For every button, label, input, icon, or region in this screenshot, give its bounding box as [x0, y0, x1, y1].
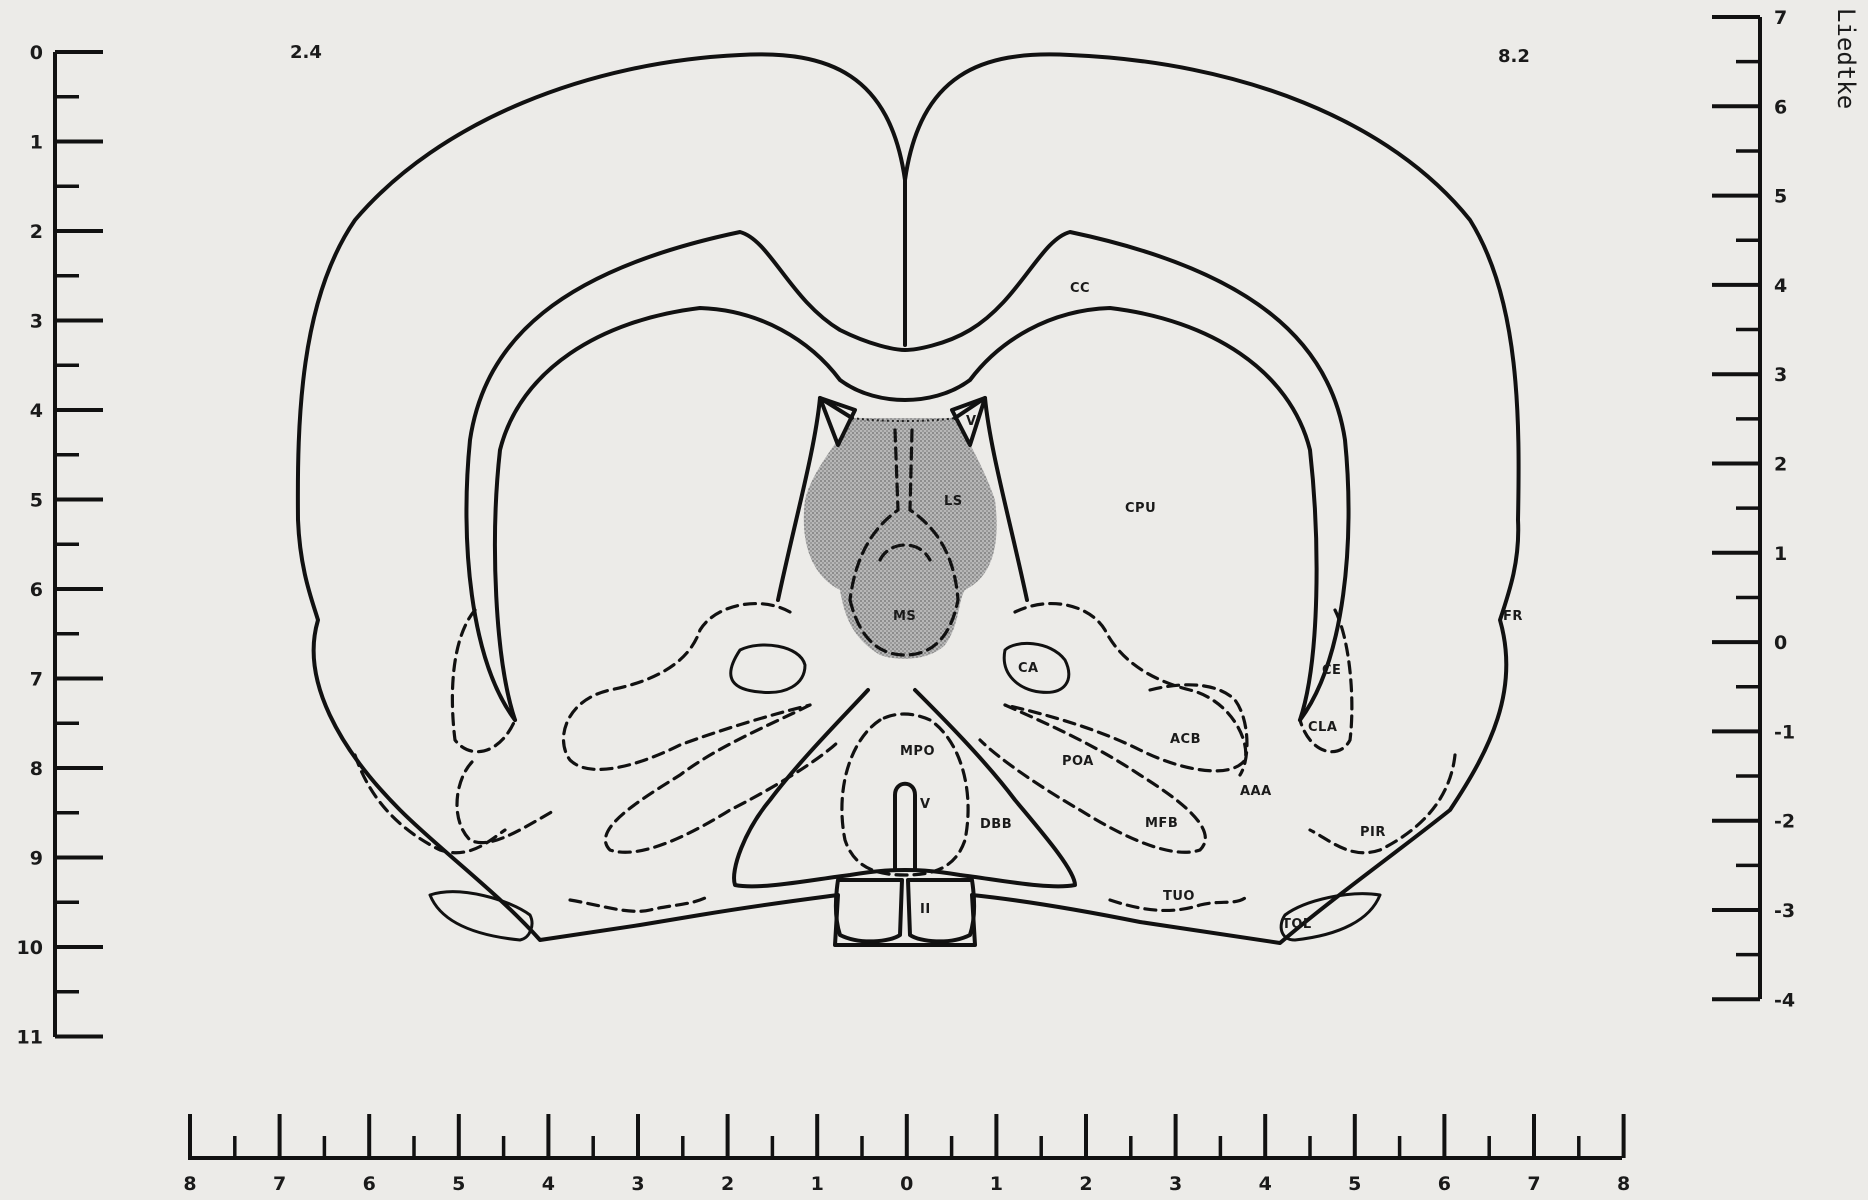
label-cpu: CPU [1125, 501, 1156, 516]
bottom-scale-label: 2 [721, 1173, 734, 1195]
bottom-scale: 8 7 6 5 4 3 2 1 0 1 2 3 4 5 6 7 8 [183, 1114, 1630, 1195]
bottom-scale-label: 4 [1259, 1173, 1272, 1195]
bottom-scale-label: 0 [900, 1173, 913, 1195]
label-cla: CLA [1308, 720, 1337, 735]
bottom-scale-label: 1 [811, 1173, 824, 1195]
label-aaa: AAA [1240, 784, 1272, 799]
bottom-scale-label: 5 [1348, 1173, 1361, 1195]
right-scale-label: 0 [1774, 632, 1787, 654]
label-tol: TOL [1282, 917, 1312, 932]
author-label: Liedtke [1832, 8, 1860, 109]
left-poa-acb [563, 604, 810, 770]
label-tuo: TUO [1163, 889, 1195, 904]
label-fr: FR [1503, 609, 1523, 624]
region-labels: CC CPU V LS MS CA CE CLA ACB POA MPO V D… [893, 281, 1523, 932]
right-scale-label: -1 [1774, 721, 1795, 743]
third-ventricle [895, 784, 915, 870]
left-ca [731, 645, 805, 693]
left-scale-label: 7 [30, 669, 43, 691]
right-scale-label: -3 [1774, 900, 1795, 922]
left-scale-label: 11 [17, 1027, 43, 1049]
bottom-scale-label: 3 [1169, 1173, 1182, 1195]
right-scale-label: 4 [1774, 275, 1787, 297]
left-scale-label: 3 [30, 311, 43, 333]
bottom-scale-label: 8 [1617, 1173, 1630, 1195]
bottom-scale-label: 1 [990, 1173, 1003, 1195]
right-scale-label: 3 [1774, 364, 1787, 386]
left-scale-label: 2 [30, 221, 43, 243]
bottom-scale-label: 7 [1527, 1173, 1540, 1195]
left-scale-label: 4 [30, 400, 43, 422]
corner-right-number: 8.2 [1498, 46, 1530, 67]
left-scale-label: 0 [30, 42, 43, 64]
bottom-scale-label: 6 [363, 1173, 376, 1195]
label-v-upper: V [966, 414, 977, 429]
brain-section [298, 54, 1519, 945]
left-scale-label: 8 [30, 758, 43, 780]
right-scale-label: 5 [1774, 186, 1787, 208]
label-ce: CE [1322, 663, 1341, 678]
left-scale-label: 1 [30, 132, 43, 154]
left-scale-label: 10 [17, 937, 43, 959]
bottom-scale-label: 6 [1438, 1173, 1451, 1195]
optic-chiasm [836, 880, 974, 941]
label-acb: ACB [1170, 732, 1201, 747]
left-tuo [570, 898, 705, 911]
label-ls: LS [944, 494, 963, 509]
bottom-scale-label: 2 [1079, 1173, 1092, 1195]
left-scale-label: 6 [30, 579, 43, 601]
right-scale-label: 2 [1774, 454, 1787, 476]
label-mpo: MPO [900, 744, 935, 759]
label-pir: PIR [1360, 825, 1386, 840]
label-dbb: DBB [980, 817, 1012, 832]
bottom-scale-label: 4 [542, 1173, 555, 1195]
left-scale-label: 9 [30, 848, 43, 870]
bottom-scale-label: 8 [183, 1173, 196, 1195]
label-ms: MS [893, 609, 916, 624]
label-mfb: MFB [1145, 816, 1178, 831]
right-scale-label: 1 [1774, 543, 1787, 565]
right-scale-label: -2 [1774, 811, 1795, 833]
corner-left-number: 2.4 [290, 42, 322, 63]
label-cc: CC [1070, 281, 1090, 296]
bottom-scale-label: 5 [452, 1173, 465, 1195]
label-optic-chiasm: II [920, 902, 931, 917]
left-scale-label: 5 [30, 490, 43, 512]
left-mfb [605, 705, 840, 852]
label-ca: CA [1018, 661, 1039, 676]
mpo-boundary [842, 714, 968, 875]
left-scale: 0 1 2 3 4 5 6 7 8 9 10 11 [17, 42, 103, 1049]
right-scale-label: -4 [1774, 989, 1795, 1011]
bottom-scale-label: 7 [273, 1173, 286, 1195]
right-scale-label: 7 [1774, 7, 1787, 29]
label-poa: POA [1062, 754, 1094, 769]
right-scale-label: 6 [1774, 96, 1787, 118]
bottom-scale-label: 3 [631, 1173, 644, 1195]
label-v-lower: V [920, 797, 931, 812]
right-scale: 7 6 5 4 3 2 1 0 -1 -2 -3 -4 [1712, 7, 1795, 1011]
